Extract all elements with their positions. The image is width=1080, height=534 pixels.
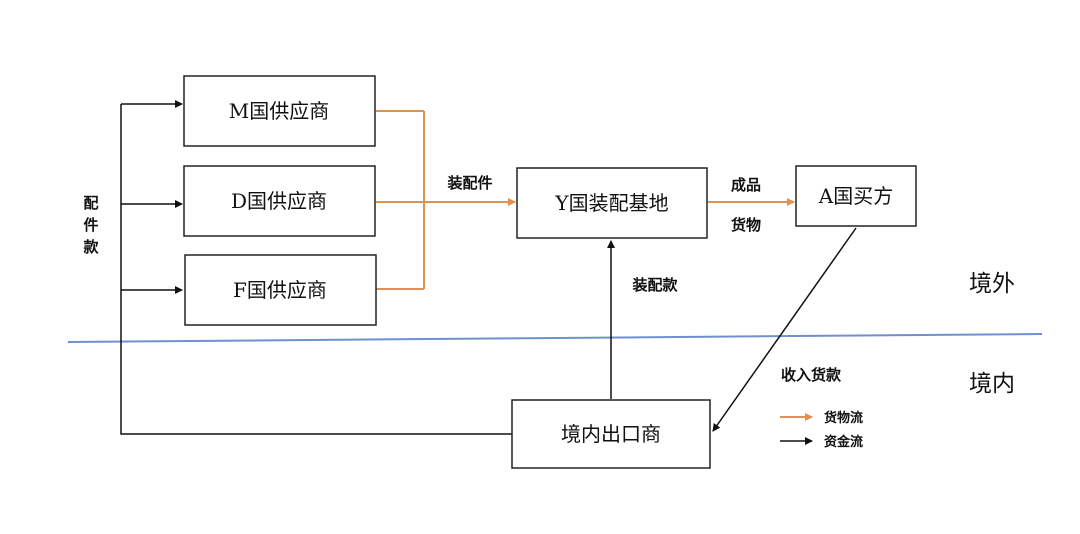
goods-flow-lines [376,110,795,290]
legend: 货物流 资金流 [780,410,863,450]
label-assembly-payment: 装配款 [631,276,678,294]
label-sales-receipt: 收入货款 [781,366,842,384]
node-label: 境内出口商 [561,422,661,446]
label-parts: 装配件 [446,174,492,192]
node-d-supplier: D国供应商 [183,165,376,237]
node-a-buyer: A国买方 [795,165,917,227]
node-label: Y国装配基地 [554,191,668,215]
capital-flow-parts-payment [120,104,512,435]
node-label: F国供应商 [233,278,327,302]
node-domestic-exporter: 境内出口商 [511,399,711,469]
label-finished-goods-2: 货物 [731,216,761,234]
legend-capital-flow-label: 资金流 [824,434,863,450]
node-m-supplier: M国供应商 [183,75,376,147]
node-f-supplier: F国供应商 [184,254,377,326]
label-parts-payment-char-3: 款 [83,238,99,256]
region-label-domestic: 境内 [969,371,1015,397]
label-finished-goods-1: 成品 [731,176,761,194]
node-y-base: Y国装配基地 [516,167,708,239]
node-label: M国供应商 [229,99,329,123]
label-parts-payment-char-2: 件 [83,216,98,234]
capital-flow-sales-receipt [712,227,857,432]
border-line [67,333,1043,343]
capital-flow-lines [120,100,857,435]
node-label: A国买方 [818,184,893,208]
node-label: D国供应商 [231,189,327,213]
region-label-overseas: 境外 [969,271,1015,297]
legend-goods-flow-label: 货物流 [824,410,863,426]
label-parts-payment-char-1: 配 [83,194,98,212]
